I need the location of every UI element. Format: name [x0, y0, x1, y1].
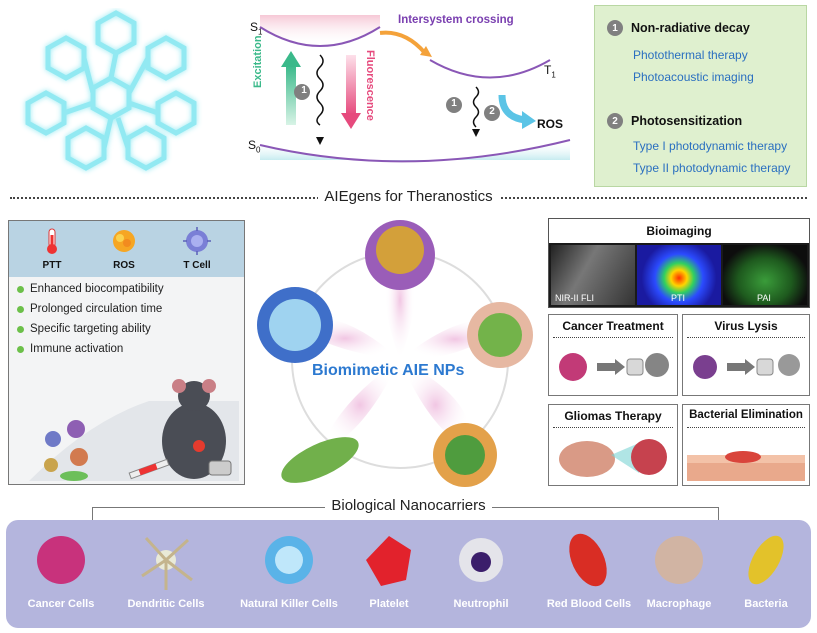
section-title-theranostics: AIEgens for Theranostics — [318, 188, 499, 205]
pai-image: PAI — [723, 245, 807, 305]
thermometer-icon — [47, 228, 57, 254]
legend-item-2: 2 Photosensitization — [607, 113, 742, 129]
carrier-platelet: Platelet — [369, 598, 409, 610]
cancer-treatment-illustration — [559, 353, 669, 381]
biomimetic-nps-illustration — [257, 220, 533, 487]
pai-label: PAI — [757, 293, 771, 303]
carrier-cancer-cells: Cancer Cells — [27, 598, 95, 610]
gliomas-brain-illustration — [559, 439, 667, 477]
tcell-icon-group: T Cell — [177, 227, 217, 271]
nir-ii-fli-label: NIR-II FLI — [555, 293, 595, 303]
step-1-circle: 1 — [607, 20, 623, 36]
mechanism-legend-box: 1 Non-radiative decay Photothermal thera… — [594, 5, 807, 187]
nir-ii-fli-image: NIR-II FLI — [551, 245, 635, 305]
bacterial-elimination-title: Bacterial Elimination — [689, 409, 803, 421]
virus-lysis-title: Virus Lysis — [714, 319, 778, 333]
ptt-icon-group: PTT — [37, 227, 67, 271]
section-title-theranostics-wrap: AIEgens for Theranostics — [0, 188, 817, 206]
skin-wound-illustration — [687, 451, 805, 481]
ros-icon-group: ROS — [107, 227, 141, 271]
nanocarriers-bar: Cancer Cells Dendritic Cells Natural Kil… — [6, 520, 811, 628]
left-benefits-panel: PTT ROS T Cell Enhanced biocompatibility… — [8, 220, 245, 485]
pti-label: PTI — [671, 293, 686, 303]
carrier-nk-cells: Natural Killer Cells — [240, 598, 338, 610]
ptt-label: PTT — [42, 260, 62, 271]
applications-panel: Bioimaging NIR-II FLI PTI PAI Cancer Tre… — [548, 218, 810, 486]
bioimaging-box: Bioimaging NIR-II FLI PTI PAI — [548, 218, 810, 308]
t-cell-icon — [183, 227, 211, 255]
bullet-targeting: Specific targeting ability — [17, 323, 151, 335]
intersystem-crossing-label: Intersystem crossing — [398, 14, 514, 26]
step-1-badge-t1: 1 — [451, 98, 457, 109]
bullet-circulation: Prolonged circulation time — [17, 303, 162, 315]
s1-level-label: S1 — [250, 20, 263, 37]
step-2-badge: 2 — [489, 106, 495, 117]
fluorescence-label: Fluorescence — [364, 50, 376, 121]
legend-photothermal: Photothermal therapy — [633, 48, 748, 62]
legend-item-1-title: Non-radiative decay — [631, 21, 750, 35]
section-title-nanocarriers-wrap: Biological Nanocarriers — [0, 497, 817, 515]
cancer-treatment-box: Cancer Treatment — [548, 314, 678, 396]
carrier-dendritic-cells: Dendritic Cells — [127, 598, 205, 610]
legend-photoacoustic: Photoacoustic imaging — [633, 70, 754, 84]
aiegen-molecule-image — [25, 10, 197, 171]
gliomas-therapy-title: Gliomas Therapy — [564, 409, 662, 423]
bullet-biocompatibility: Enhanced biocompatibility — [17, 283, 164, 295]
jablonski-diagram — [259, 15, 571, 163]
bioimaging-title: Bioimaging — [549, 219, 809, 243]
legend-item-2-title: Photosensitization — [631, 114, 743, 128]
mouse-injection-illustration — [29, 379, 239, 481]
carrier-cells-illustration — [37, 533, 784, 590]
step-1-badge: 1 — [301, 85, 307, 96]
excitation-label: Excitation — [252, 35, 264, 88]
center-label: Biomimetic AIE NPs — [312, 362, 465, 379]
legend-type2-pdt: Type II photodynamic therapy — [633, 161, 791, 175]
pti-image: PTI — [637, 245, 721, 305]
legend-item-1: 1 Non-radiative decay — [607, 20, 750, 36]
ros-icon-label: ROS — [113, 260, 135, 271]
bullet-immune: Immune activation — [17, 343, 123, 355]
step-2-circle: 2 — [607, 113, 623, 129]
ros-burst-icon — [113, 230, 135, 252]
bacterial-elimination-box: Bacterial Elimination — [682, 404, 810, 486]
ros-label: ROS — [537, 117, 564, 131]
s0-level-label: S0 — [248, 138, 261, 155]
cancer-treatment-title: Cancer Treatment — [562, 319, 664, 333]
virus-lysis-box: Virus Lysis — [682, 314, 810, 396]
carrier-bacteria: Bacteria — [744, 598, 788, 610]
carrier-macrophage: Macrophage — [646, 598, 712, 610]
virus-lysis-illustration — [693, 354, 800, 379]
carrier-red-blood-cells: Red Blood Cells — [546, 598, 632, 610]
legend-type1-pdt: Type I photodynamic therapy — [633, 139, 788, 153]
tcell-label: T Cell — [183, 260, 211, 271]
gliomas-therapy-box: Gliomas Therapy — [548, 404, 678, 486]
t1-level-label: T1 — [544, 63, 556, 80]
section-title-nanocarriers: Biological Nanocarriers — [325, 497, 492, 514]
carrier-neutrophil: Neutrophil — [453, 598, 509, 610]
